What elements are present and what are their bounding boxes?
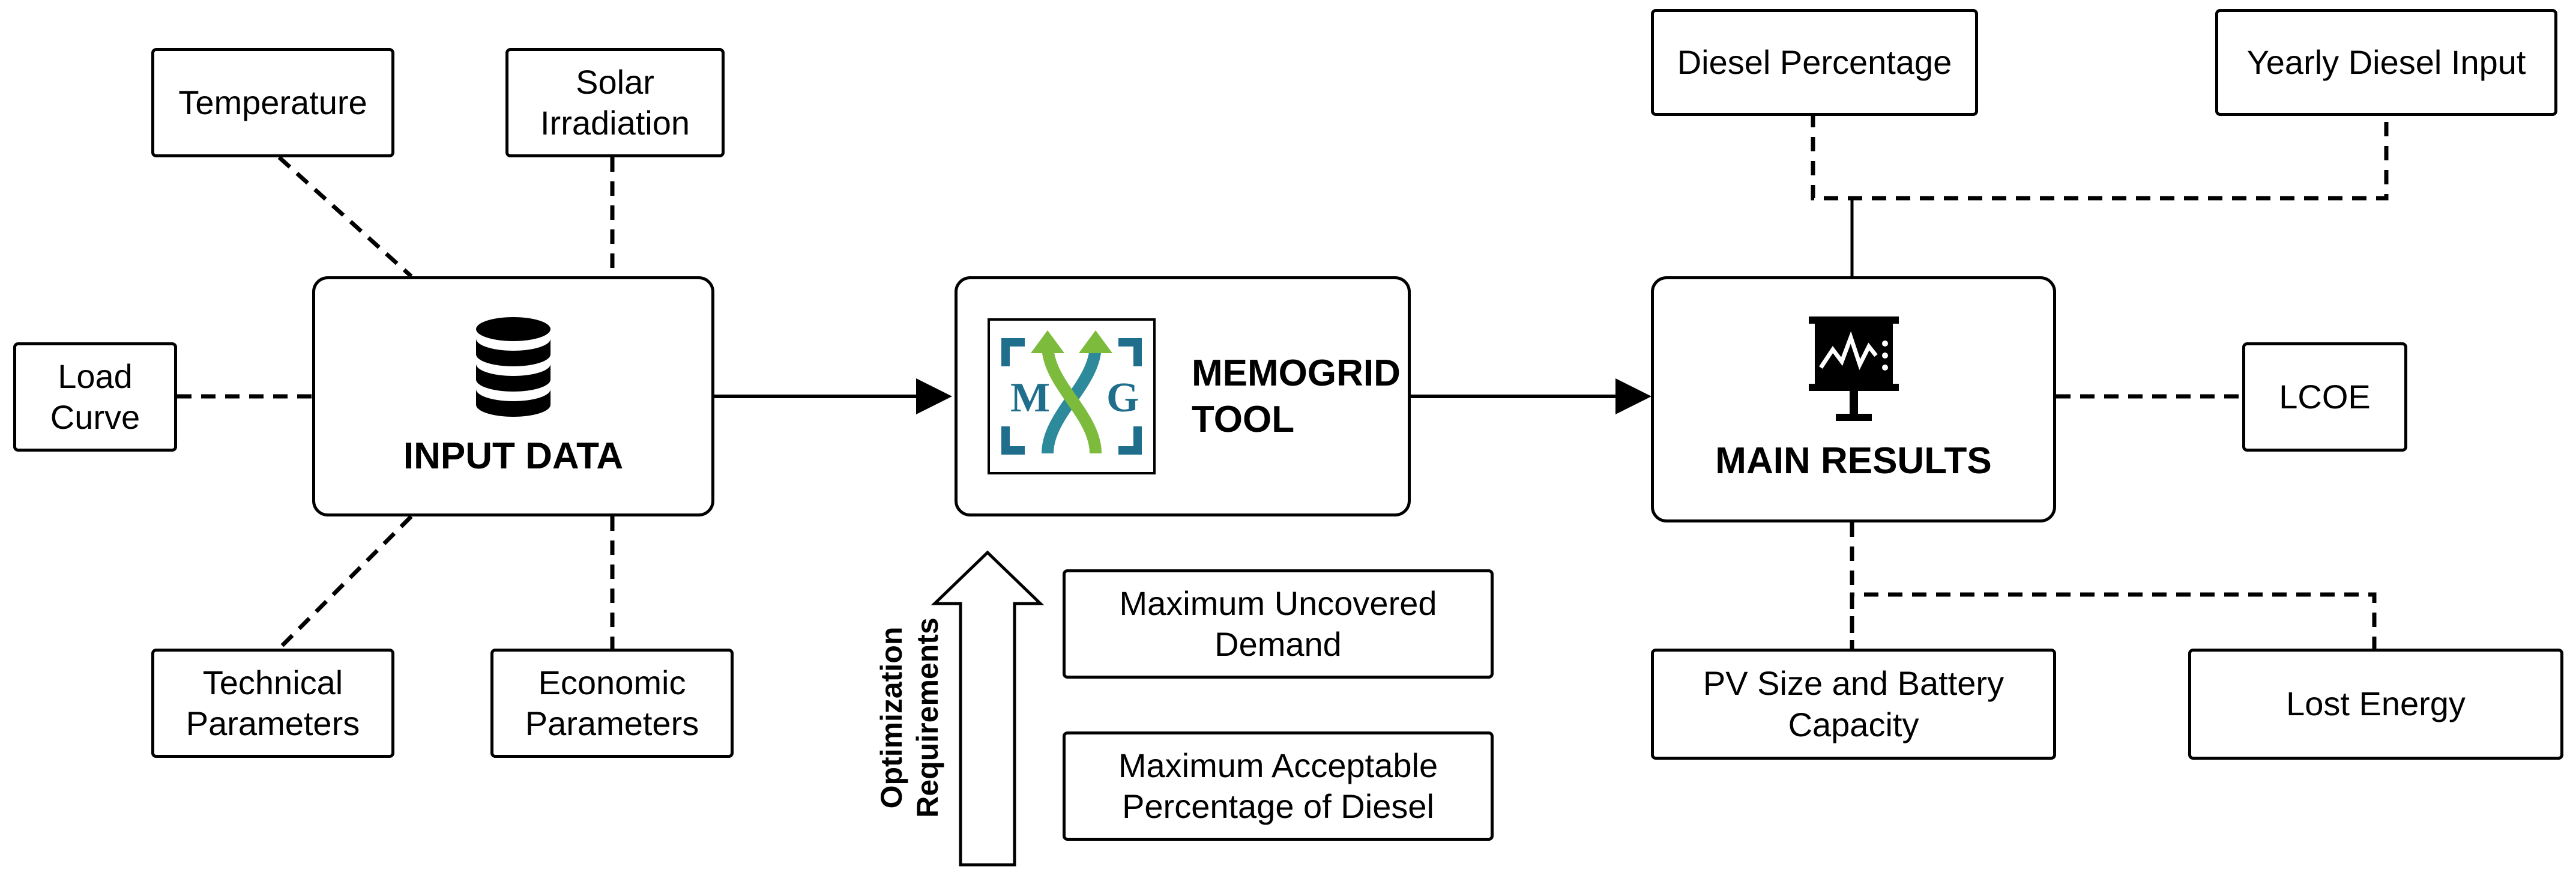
main-results-title: MAIN RESULTS: [1715, 440, 1992, 482]
max-diesel-percentage-label: Maximum Acceptable Percentage of Diesel: [1118, 746, 1438, 825]
diesel-percentage-box: Diesel Percentage: [1651, 9, 1978, 116]
diesel-percentage-label: Diesel Percentage: [1677, 43, 1952, 81]
max-diesel-percentage-box: Maximum Acceptable Percentage of Diesel: [1063, 731, 1494, 841]
connector-pv-lost: [1850, 522, 2377, 649]
memogrid-logo-icon: M G: [988, 318, 1156, 474]
lcoe-box: LCOE: [2242, 342, 2407, 452]
max-uncovered-demand-label: Maximum Uncovered Demand: [1119, 584, 1437, 663]
economic-parameters-label: Economic Parameters: [525, 663, 699, 742]
solar-irradiation-box: Solar Irradiation: [505, 48, 725, 157]
memogrid-tool-title: MEMOGRID TOOL: [1192, 352, 1401, 441]
lost-energy-label: Lost Energy: [2286, 685, 2466, 723]
technical-parameters-box: Technical Parameters: [151, 649, 394, 758]
input-data-title: INPUT DATA: [403, 435, 624, 477]
temperature-box: Temperature: [151, 48, 394, 157]
yearly-diesel-input-box: Yearly Diesel Input: [2215, 9, 2557, 116]
input-data-box: INPUT DATA: [312, 276, 714, 516]
database-icon: [476, 317, 550, 417]
max-uncovered-demand-box: Maximum Uncovered Demand: [1063, 569, 1494, 679]
connector-temperature: [277, 156, 413, 278]
yearly-diesel-input-label: Yearly Diesel Input: [2246, 43, 2526, 81]
economic-parameters-box: Economic Parameters: [490, 649, 734, 758]
pv-size-battery-label: PV Size and Battery Capacity: [1703, 664, 2004, 743]
technical-parameters-label: Technical Parameters: [186, 663, 360, 742]
logo-letter-g: G: [1106, 375, 1139, 421]
optimization-requirements-label: Optimization Requirements: [875, 617, 944, 818]
memogrid-tool-box: M G MEMOGRID TOOL: [955, 276, 1411, 516]
connector-technical: [277, 515, 413, 650]
load-curve-box: Load Curve: [13, 342, 177, 452]
load-curve-label: Load Curve: [50, 357, 140, 436]
presentation-chart-icon: [1808, 316, 1899, 421]
connector-diesel-percentage: [1811, 113, 2389, 201]
optimization-up-arrow: [931, 550, 1045, 867]
pv-size-battery-box: PV Size and Battery Capacity: [1651, 649, 2056, 760]
temperature-label: Temperature: [178, 83, 367, 121]
main-results-box: MAIN RESULTS: [1651, 276, 2056, 522]
logo-letter-m: M: [1010, 375, 1050, 421]
lost-energy-box: Lost Energy: [2188, 649, 2563, 760]
solar-irradiation-label: Solar Irradiation: [540, 62, 690, 142]
lcoe-label: LCOE: [2279, 377, 2371, 416]
